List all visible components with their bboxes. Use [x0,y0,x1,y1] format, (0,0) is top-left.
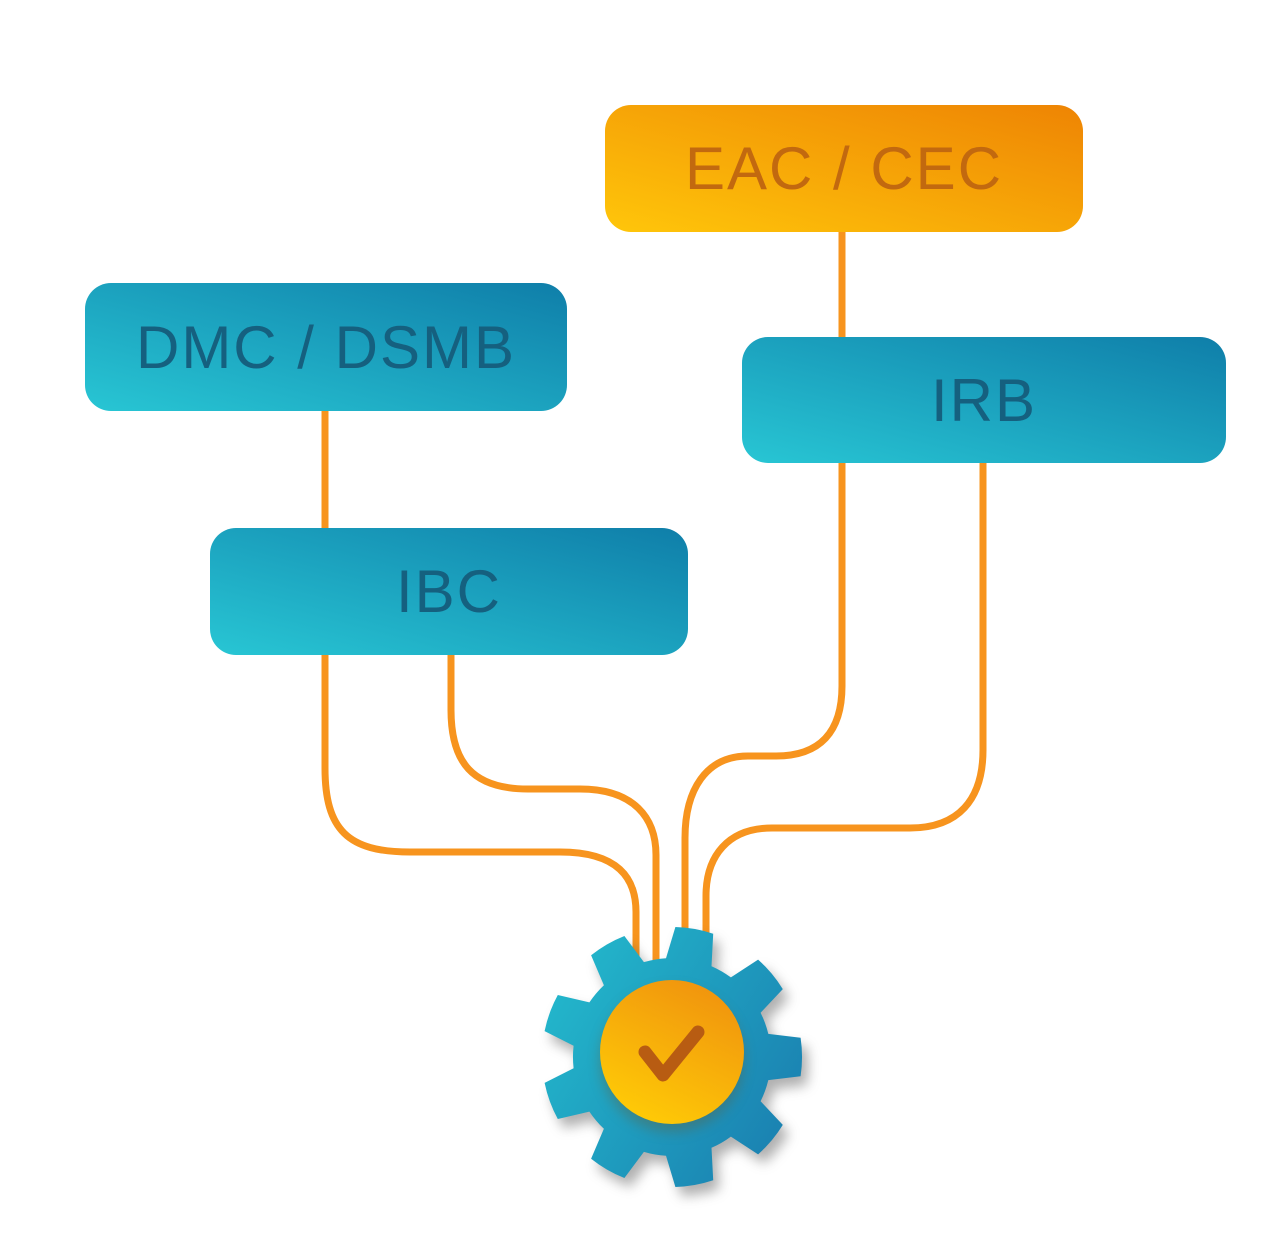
node-ibc-label: IBC [395,558,503,625]
node-dmc-dsmb-label: DMC / DSMB [136,313,516,381]
node-irb: IRB [742,337,1226,463]
connector-irb [702,451,987,1004]
node-ibc: IBC [210,528,688,655]
connector-ibc [447,641,660,1004]
node-eac-cec-label: EAC / CEC [684,135,1004,202]
node-irb-label: IRB [930,366,1038,434]
gear-check-icon [544,927,803,1187]
node-eac-cec: EAC / CEC [605,105,1083,232]
connector-eac-cec [681,221,846,1004]
connector-dmc-dsmb [321,396,640,1004]
node-dmc-dsmb: DMC / DSMB [85,283,567,411]
check-badge-circle [600,980,744,1124]
check-icon [638,1025,705,1082]
